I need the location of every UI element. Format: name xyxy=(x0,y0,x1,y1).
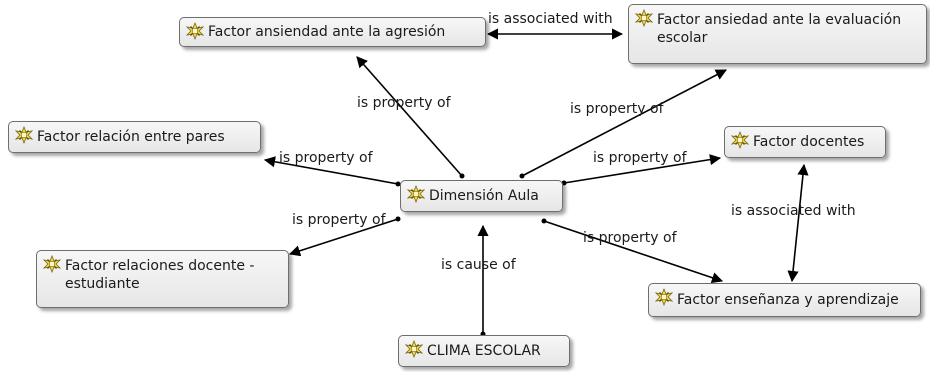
node-label: Factor docentes xyxy=(753,134,865,150)
node-dimension-aula[interactable]: Dimensión Aula xyxy=(400,180,563,212)
edge-label-aula-relaciones: is property of xyxy=(292,212,386,228)
node-relacion-pares[interactable]: Factor relación entre pares xyxy=(8,121,261,153)
code-icon xyxy=(731,131,749,149)
code-icon xyxy=(43,255,61,273)
code-icon xyxy=(407,185,425,203)
node-docentes[interactable]: Factor docentes xyxy=(724,126,886,158)
edge-label-clima-aula: is cause of xyxy=(441,257,516,273)
edge-origin-dot xyxy=(459,173,465,179)
edge-label-docentes-ensenanza: is associated with xyxy=(731,203,856,219)
node-label: Factor ansiedad ante la evaluación escol… xyxy=(657,12,902,46)
code-icon xyxy=(186,22,204,40)
node-label: Factor enseñanza y aprendizaje xyxy=(677,292,899,308)
node-ensenanza[interactable]: Factor enseñanza y aprendizaje xyxy=(648,283,921,317)
edge-label-aula-ensenanza: is property of xyxy=(583,230,677,246)
node-clima-escolar[interactable]: CLIMA ESCOLAR xyxy=(398,335,570,367)
edge-aula-agresion[interactable] xyxy=(356,56,463,177)
edge-origin-dot xyxy=(395,181,401,187)
code-icon xyxy=(15,126,33,144)
edge-origin-dot xyxy=(395,216,401,222)
edge-origin-dot xyxy=(519,173,525,179)
code-icon xyxy=(635,9,653,27)
node-ansiedad-evaluacion[interactable]: Factor ansiedad ante la evaluación escol… xyxy=(628,4,927,64)
edge-label-aula-pares: is property of xyxy=(279,150,373,166)
node-label: Factor ansiendad ante la agresión xyxy=(208,24,446,40)
edge-aula-docentes[interactable] xyxy=(563,154,722,184)
edge-aula-ensenanza[interactable] xyxy=(543,220,724,284)
edge-label-agresion-evaluacion: is associated with xyxy=(488,11,613,27)
edge-origin-dot xyxy=(541,218,547,224)
node-relaciones-docente[interactable]: Factor relaciones docente - estudiante xyxy=(36,250,289,308)
node-label: Factor relaciones docente - estudiante xyxy=(65,258,255,292)
node-label: CLIMA ESCOLAR xyxy=(427,343,541,359)
edge-label-aula-docentes: is property of xyxy=(593,150,687,166)
node-label: Dimensión Aula xyxy=(429,188,539,204)
edge-aula-evaluacion[interactable] xyxy=(521,69,727,177)
edge-label-aula-evaluacion: is property of xyxy=(570,101,664,117)
edge-aula-relaciones[interactable] xyxy=(288,218,399,257)
node-ansiedad-agresion[interactable]: Factor ansiendad ante la agresión xyxy=(179,17,486,47)
node-label: Factor relación entre pares xyxy=(37,129,225,145)
code-icon xyxy=(405,340,423,358)
edge-aula-pares[interactable] xyxy=(263,156,399,185)
edge-label-aula-agresion: is property of xyxy=(357,95,451,111)
code-icon xyxy=(655,288,673,306)
edge-docentes-ensenanza[interactable] xyxy=(787,163,809,283)
